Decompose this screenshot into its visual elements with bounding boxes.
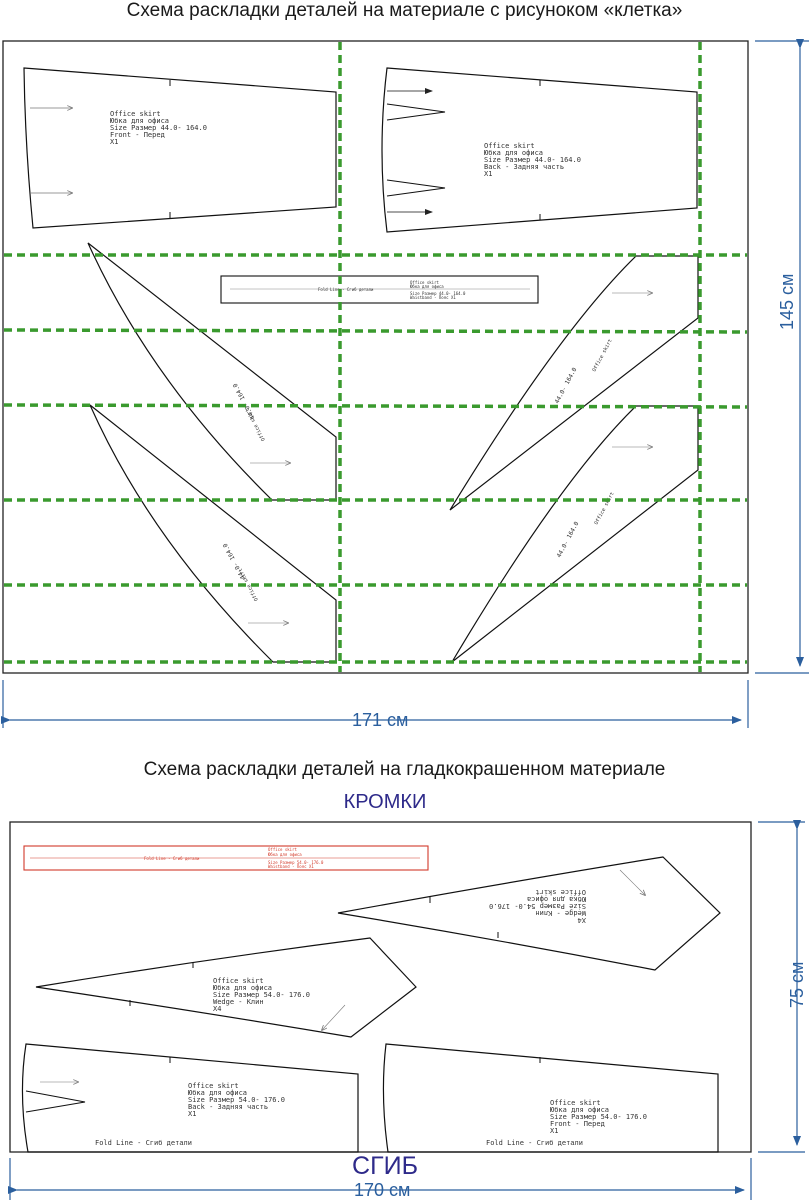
waistband-2-line4: Waistband - Пояс X1 xyxy=(268,864,314,869)
wedge-1c: 44.0- 164.0 Office skirt xyxy=(449,255,699,511)
wedge-2-left-line5: X4 xyxy=(213,1005,221,1013)
back-piece-2: Office skirt Юбка для офиса Size Размер … xyxy=(21,1043,359,1153)
wedge-2-left-line4: Wedge - Клин xyxy=(213,998,264,1006)
wedge-1a-label: Office skirt xyxy=(245,407,267,442)
diagram2-dimensions xyxy=(8,820,805,1200)
plaid-grid xyxy=(3,42,748,672)
wedge-2-left-line2: Юбка для офиса xyxy=(213,984,272,992)
diagram2-selvedge-label: КРОМКИ xyxy=(343,791,427,813)
diagram2-title: Схема раскладки деталей на гладкокрашенн… xyxy=(143,759,666,780)
back-piece-2-line5: X1 xyxy=(188,1110,196,1118)
back-piece-2-line4: Back - Задняя часть xyxy=(188,1103,268,1111)
wedge-2-top-line1: X4 xyxy=(578,916,586,924)
waistband-1-line4: Waistband - Пояс X1 xyxy=(410,295,456,300)
diagram2-fold-label: СГИБ xyxy=(352,1152,418,1180)
front-piece-2-line5: X1 xyxy=(550,1127,558,1135)
front-piece-1-line4: Front - Перед xyxy=(110,131,165,139)
front-piece-1-line3: Size Размер 44.0- 164.0 xyxy=(110,124,207,132)
wedge-1d: 44.0- 164.0 Office skirt xyxy=(451,405,699,663)
back-piece-1-line5: X1 xyxy=(484,170,492,178)
fabric-outline-2 xyxy=(9,821,752,1153)
back-piece-2-line2: Юбка для офиса xyxy=(188,1089,247,1097)
waistband-2-line1: Office skirt xyxy=(268,847,297,852)
front-piece-2-fold: Fold Line - Сгиб детали xyxy=(486,1139,583,1147)
wedge-1b: 44.0- 164.0 Office skirt xyxy=(89,404,337,663)
front-piece-2-line4: Front - Перед xyxy=(550,1120,605,1128)
wedge-2-top-line4: Юбка для офиса xyxy=(527,895,586,903)
front-piece-2-line1: Office skirt xyxy=(550,1099,601,1107)
wedge-2-left-line3: Size Размер 54.0- 176.0 xyxy=(213,991,310,999)
back-piece-1-line4: Back - Задняя часть xyxy=(484,163,564,171)
front-piece-1-line1: Office skirt xyxy=(110,110,161,118)
waistband-1-line3: Size Размер 44.0- 164.0 xyxy=(410,291,466,296)
waistband-2-line2: Юбка для офиса xyxy=(268,852,302,857)
diagram1-dimensions xyxy=(1,39,809,728)
diagram2-fabric xyxy=(9,821,752,1153)
front-piece-2: Office skirt Юбка для офиса Size Размер … xyxy=(382,1043,719,1153)
back-piece-2-fold: Fold Line - Сгиб детали xyxy=(95,1139,192,1147)
front-piece-1: Office skirt Юбка для офиса Size Размер … xyxy=(23,67,337,229)
wedge-2-top-line2: Wedge - Клин xyxy=(535,909,586,917)
wedge-1a: 44.0- 164.0 Office skirt xyxy=(87,242,337,501)
fabric-outline-1 xyxy=(2,40,749,674)
waistband-1: Fold Line - Сгиб детали Office skirt Юбк… xyxy=(220,275,539,304)
back-piece-2-line3: Size Размер 54.0- 176.0 xyxy=(188,1096,285,1104)
back-piece-1-line2: Юбка для офиса xyxy=(484,149,543,157)
back-piece-2-line1: Office skirt xyxy=(188,1082,239,1090)
back-piece-1: Office skirt Юбка для офиса Size Размер … xyxy=(381,67,698,233)
back-piece-1-line3: Size Размер 44.0- 164.0 xyxy=(484,156,581,164)
wedge-2-top-line5: Office skirt xyxy=(535,888,586,896)
front-piece-1-line2: Юбка для офиса xyxy=(110,117,169,125)
diagram1-fabric xyxy=(2,40,749,674)
wedge-1d-label: Office skirt xyxy=(593,491,615,526)
wedge-2-left: Office skirt Юбка для офиса Size Размер … xyxy=(35,937,417,1038)
wedge-1d-size: 44.0- 164.0 xyxy=(556,520,581,559)
wedge-2-top: X4 Wedge - Клин Size Размер 54.0- 176.0 … xyxy=(337,856,721,971)
wedge-2-left-line1: Office skirt xyxy=(213,977,264,985)
waistband-2-fold: Fold Line - Сгиб детали xyxy=(144,856,200,861)
back-piece-1-line1: Office skirt xyxy=(484,142,535,150)
waistband-1-line1: Office skirt xyxy=(410,280,439,285)
waistband-2: Fold Line - Сгиб детали Office skirt Юбк… xyxy=(23,845,429,871)
diagram1-title: Схема раскладки деталей на материале с р… xyxy=(126,0,683,21)
waistband-1-fold: Fold Line - Сгиб детали xyxy=(318,287,374,292)
wedge-1c-size: 44.0- 164.0 xyxy=(554,366,579,405)
wedge-1c-label: Office skirt xyxy=(591,338,613,373)
waistband-2-line3: Size Размер 54.0- 176.0 xyxy=(268,860,324,865)
front-piece-2-line3: Size Размер 54.0- 176.0 xyxy=(550,1113,647,1121)
waistband-1-line2: Юбка для офиса xyxy=(410,284,444,289)
wedge-2-top-line3: Size Размер 54.0- 176.0 xyxy=(489,902,586,910)
front-piece-2-line2: Юбка для офиса xyxy=(550,1106,609,1114)
front-piece-1-line5: X1 xyxy=(110,138,118,146)
